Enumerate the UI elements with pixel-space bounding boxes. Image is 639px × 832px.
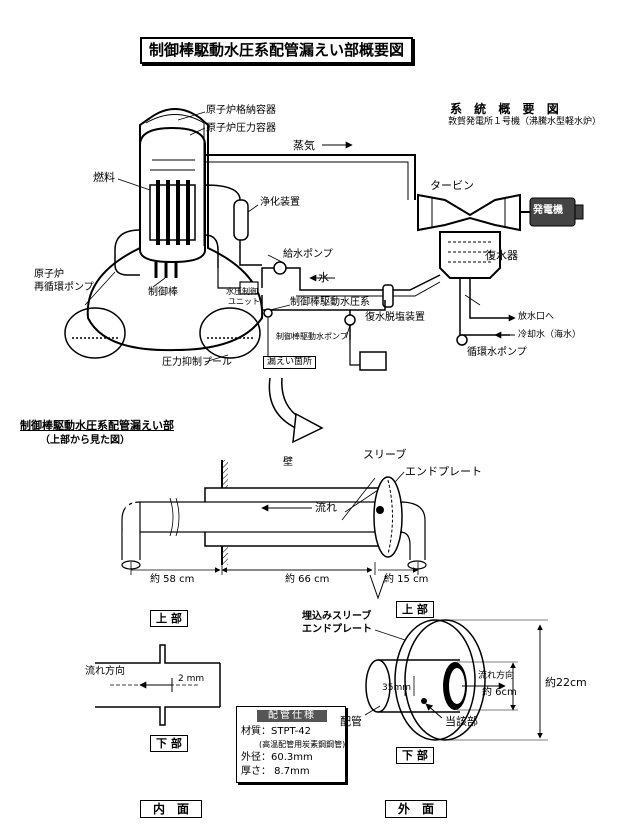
dim-22cm: 約22cm [545, 676, 587, 689]
label-turbine: タービン [430, 179, 474, 192]
spec-heading: 配管仕様 [257, 710, 327, 722]
top-view-heading: 制御棒駆動水圧系配管漏えい部 [20, 419, 174, 432]
dim-66cm: 約 66 cm [285, 574, 330, 585]
outer-upper-label: 上 部 [396, 601, 434, 618]
label-outlet: 放水口へ [518, 312, 555, 322]
spec-thickness: 厚さ： 8.7mm [241, 766, 310, 777]
label-crd-system: 制御棒駆動水圧系 [290, 297, 370, 308]
label-water: 水 [318, 271, 329, 284]
dim-58cm: 約 58 cm [150, 574, 195, 585]
label-end-plate: エンドプレート [405, 465, 482, 478]
label-purification: 浄化装置 [260, 197, 300, 208]
top-view-subheading: （上部から見た図） [40, 435, 130, 446]
label-feed-pump: 給水ポンプ [283, 249, 333, 260]
turbine [417, 193, 521, 232]
spec-material: 材質：STPT-42 [241, 726, 312, 737]
label-recirc-pump-2: 再循環ポンプ [34, 282, 94, 293]
label-flow: 流れ [315, 501, 337, 514]
outer-pipe-label: 配管 [340, 715, 362, 728]
outer-caption: 外 面 [385, 800, 448, 818]
dim-15cm: 約 15 cm [384, 574, 429, 585]
system-heading: 系 統 概 要 図 [450, 102, 563, 116]
label-cooling-water: 冷却水（海水） [518, 330, 582, 340]
spec-material-note: (高温配管用炭素鋼鋼管) [259, 740, 346, 749]
label-suppression-pool: 圧力抑制プール [162, 357, 232, 368]
label-crd-pump: 制御棒駆動水ポンプ [276, 332, 348, 341]
dim-35mm: 35mm [382, 683, 411, 693]
label-generator: 発電機 [533, 205, 563, 216]
label-fuel: 燃料 [93, 171, 115, 184]
label-pressure-vessel: 原子炉圧力容器 [206, 123, 276, 134]
spec-outer-diameter: 外径：60.3mm [241, 752, 313, 763]
label-control-rod: 制御棒 [148, 287, 178, 298]
outer-location-label: 当該部 [445, 715, 478, 728]
label-hcu-2: ユニット [228, 297, 260, 306]
outer-embedded-2: エンドプレート [302, 624, 372, 635]
inner-size: 2 mm [178, 674, 205, 684]
system-subheading: 敦賀発電所１号機（沸騰水型軽水炉） [448, 117, 602, 127]
spec-box: 配管仕様 材質：STPT-42 (高温配管用炭素鋼鋼管) 外径：60.3mm 厚… [236, 706, 346, 783]
label-leak-point: 漏えい箇所 [263, 356, 317, 369]
page-title: 制御棒駆動水圧系配管漏えい部概要図 [140, 37, 414, 64]
inner-face-drawing [95, 644, 221, 726]
outer-face-drawing [364, 619, 548, 741]
label-wall: 壁 [283, 457, 293, 468]
label-sleeve: スリーブ [363, 448, 407, 461]
label-hcu-1: 水圧制御 [226, 287, 258, 296]
label-condenser: 復水器 [485, 249, 518, 262]
outer-lower-label: 下 部 [396, 747, 434, 764]
inner-flow-dir: 流れ方向 [85, 666, 125, 677]
inner-caption: 内 面 [140, 800, 203, 818]
label-demineralizer: 復水脱塩装置 [365, 312, 425, 323]
outer-embedded-1: 埋込みスリーブ [302, 611, 372, 622]
label-circ-pump: 循環水ポンプ [467, 347, 527, 358]
label-steam: 蒸気 [293, 139, 315, 152]
label-recirc-pump-1: 原子炉 [34, 269, 64, 280]
reactor-pressure-vessel [139, 126, 206, 278]
condenser [439, 231, 501, 279]
label-containment: 原子炉格納容器 [206, 105, 276, 116]
generator [520, 197, 584, 227]
inner-upper-label: 上 部 [150, 610, 188, 627]
inner-lower-label: 下 部 [150, 735, 188, 752]
outer-flow-dir: 流れ方向 [478, 671, 515, 681]
dim-6cm: 約 6cm [482, 687, 517, 698]
suppression-pool [64, 307, 261, 359]
top-view-drawing [121, 460, 427, 600]
